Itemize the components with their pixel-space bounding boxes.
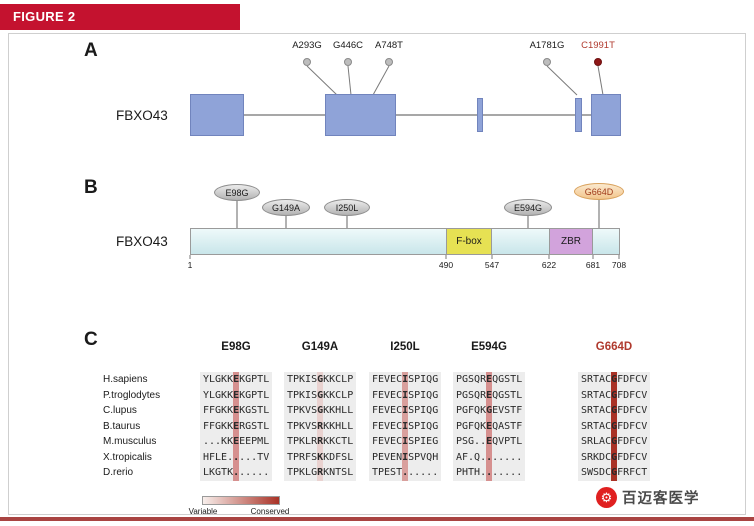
sequence-row: SRTACGFDFCV xyxy=(581,403,647,419)
sequence-row: YLGKKEKGPTL xyxy=(203,387,269,403)
panel-c-label: C xyxy=(84,329,98,350)
species-label: P.troglodytes xyxy=(103,389,161,401)
sequence-row: TPKISGKKCLP xyxy=(287,372,353,388)
fbox-domain: F-box xyxy=(446,228,492,255)
species-label: M.musculus xyxy=(103,436,157,447)
protein-bar xyxy=(190,228,620,255)
sequence-row: YLGKKEKGPTL xyxy=(203,372,269,388)
lollipop-marker-icon xyxy=(303,58,311,66)
lollipop-marker-icon xyxy=(385,58,393,66)
figure-label: FIGURE 2 xyxy=(0,4,240,30)
mutation-label-g446c: G446C xyxy=(332,40,364,51)
sequence-row: TPEST...... xyxy=(372,465,438,481)
mutation-label-a293g: A293G xyxy=(292,40,322,51)
scale-tick: 1 xyxy=(187,260,193,270)
mutation-label-a1781g: A1781G xyxy=(529,40,565,51)
watermark-gear-icon: ⚙ xyxy=(596,487,617,508)
scale-tick: 547 xyxy=(484,260,500,270)
sequence-row: SRKDCGFDFCV xyxy=(581,449,647,465)
sequence-row: PEVENISPVQH xyxy=(372,449,438,465)
alignment-column-header: E594G xyxy=(471,341,507,353)
sequence-row: FFGKKERGSTL xyxy=(203,418,269,434)
mutation-label-c1991t: C1991T xyxy=(581,40,615,51)
gene-name-label: FBXO43 xyxy=(116,108,168,123)
scale-tick: 681 xyxy=(585,260,601,270)
species-label: B.taurus xyxy=(103,420,141,432)
sequence-row: PGSQREQGSTL xyxy=(456,387,522,403)
mutation-oval-e98g: E98G xyxy=(214,184,260,201)
sequence-row: SWSDCGFRFCT xyxy=(581,465,647,481)
sequence-row: AF.Q....... xyxy=(456,449,522,465)
sequence-row: PSG..EQVPTL xyxy=(456,434,522,450)
watermark: ⚙ 百迈客医学 xyxy=(596,487,700,508)
exon-box xyxy=(477,98,483,132)
sequence-row: HFLE.....TV xyxy=(203,449,269,465)
sequence-row: FFGKKEKGSTL xyxy=(203,403,269,419)
sequence-row: PGFQKEQASTF xyxy=(456,418,522,434)
mutation-label-a748t: A748T xyxy=(375,40,403,51)
sequence-row: FEVECISPIQG xyxy=(372,418,438,434)
species-label: H.sapiens xyxy=(103,374,148,385)
scale-tick: 708 xyxy=(611,260,627,270)
watermark-text: 百迈客医学 xyxy=(622,491,700,507)
exon-box xyxy=(591,94,621,136)
sequence-row: SRTACGFDFCV xyxy=(581,418,647,434)
exon-box xyxy=(190,94,244,136)
sequence-row: PHTH....... xyxy=(456,465,522,481)
sequence-row: TPKLRRKKCTL xyxy=(287,434,353,450)
panel-b-label: B xyxy=(84,177,98,198)
exon-box xyxy=(325,94,396,136)
protein-name-label: FBXO43 xyxy=(116,234,168,249)
alignment-column-header: I250L xyxy=(390,341,420,353)
legend-conserved-label: Conserved xyxy=(250,507,290,516)
sequence-row: TPRFSKKDFSL xyxy=(287,449,353,465)
scale-tick: 622 xyxy=(541,260,557,270)
lollipop-marker-icon xyxy=(543,58,551,66)
sequence-row: PGSQREQGSTL xyxy=(456,372,522,388)
sequence-row: TPKVSRKKHLL xyxy=(287,418,353,434)
mutation-oval-i250l: I250L xyxy=(324,199,370,216)
sequence-row: TPKISGKKCLP xyxy=(287,387,353,403)
mutation-oval-g664d: G664D xyxy=(574,183,624,200)
alignment-column-header: E98G xyxy=(221,341,251,353)
sequence-row: FEVECISPIQG xyxy=(372,403,438,419)
sequence-row: SRLACGFDFCV xyxy=(581,434,647,450)
alignment-column-header: G664D xyxy=(595,341,633,353)
alignment-column-header: G149A xyxy=(301,341,339,353)
conservation-legend-bar xyxy=(202,496,280,505)
panel-a-label: A xyxy=(84,40,98,61)
sequence-row: TPKVSGKKHLL xyxy=(287,403,353,419)
sequence-row: FEVECISPIQG xyxy=(372,372,438,388)
lollipop-marker-red-icon xyxy=(594,58,602,66)
species-label: X.tropicalis xyxy=(103,451,152,463)
sequence-row: TPKLGRKNTSL xyxy=(287,465,353,481)
exon-box xyxy=(575,98,582,132)
bottom-border-rule xyxy=(0,517,754,521)
scale-tick: 490 xyxy=(438,260,454,270)
species-label: D.rerio xyxy=(103,467,134,478)
sequence-row: LKGTK...... xyxy=(203,465,269,481)
sequence-row: FEVECISPIQG xyxy=(372,387,438,403)
species-label: C.lupus xyxy=(103,405,137,416)
legend-variable-label: Variable xyxy=(188,507,218,516)
mutation-oval-g149a: G149A xyxy=(262,199,310,216)
sequence-row: FEVECISPIEG xyxy=(372,434,438,450)
sequence-row: SRTACGFDFCV xyxy=(581,387,647,403)
zbr-domain: ZBR xyxy=(549,228,593,255)
lollipop-marker-icon xyxy=(344,58,352,66)
mutation-oval-e594g: E594G xyxy=(504,199,552,216)
sequence-row: PGFQKGEVSTF xyxy=(456,403,522,419)
sequence-row: SRTACGFDFCV xyxy=(581,372,647,388)
sequence-row: ...KKEEEPML xyxy=(203,434,269,450)
